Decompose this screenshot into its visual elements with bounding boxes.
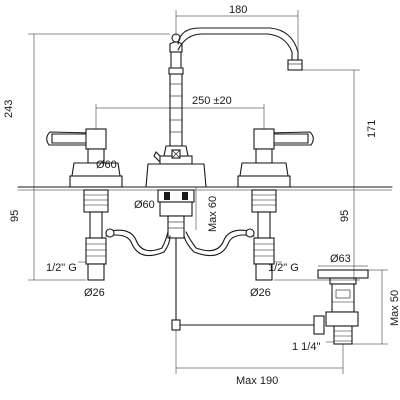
right-handle (237, 128, 314, 281)
below-deck-left-label: 95 (9, 210, 21, 222)
left-nut (83, 189, 109, 213)
thread-right-label: 1/2" G (268, 262, 299, 274)
spout-arm (177, 27, 299, 61)
left-tail (89, 211, 103, 239)
right-lever-hub (253, 128, 275, 150)
spout-body (145, 33, 207, 188)
tail-left-label: Ø26 (84, 287, 105, 299)
handle-base-left-label: Ø60 (96, 159, 117, 171)
left-handle (46, 128, 123, 281)
hose-left-nut (105, 228, 115, 238)
waste-assembly (317, 269, 369, 345)
popup-clevis (313, 315, 325, 335)
hose-right-nut (245, 228, 255, 238)
left-lever-hub (85, 128, 107, 150)
below-deck-right-label: 95 (339, 210, 351, 222)
spout-reach-label: 180 (229, 4, 247, 16)
rod-length-label: Max 190 (236, 375, 278, 387)
spout-escutcheon (145, 163, 207, 188)
right-tail (257, 211, 271, 239)
spout-column (169, 73, 183, 147)
waste-diameter-label: Ø63 (330, 253, 351, 265)
right-nut (251, 189, 277, 213)
max-deck-label: Max 60 (207, 196, 219, 232)
tail-right-label: Ø26 (250, 287, 271, 299)
waste-height-label: Max 50 (389, 290, 400, 326)
total-height-label: 243 (3, 100, 15, 118)
spout-height-label: 171 (366, 120, 378, 138)
thread-left-label: 1/2" G (46, 262, 77, 274)
handle-base-centre-label: Ø60 (134, 199, 155, 211)
mixing-body (157, 189, 195, 239)
aerator (287, 59, 303, 71)
hose-right (185, 229, 255, 252)
left-connector (85, 237, 107, 265)
waste-flange (317, 269, 369, 279)
right-escutcheon (239, 162, 289, 177)
waste-thread-label: 1 1/4" (292, 341, 320, 353)
right-connector (253, 237, 275, 265)
hose-left (105, 229, 169, 252)
centre-distance-label: 250 ±20 (192, 95, 232, 107)
